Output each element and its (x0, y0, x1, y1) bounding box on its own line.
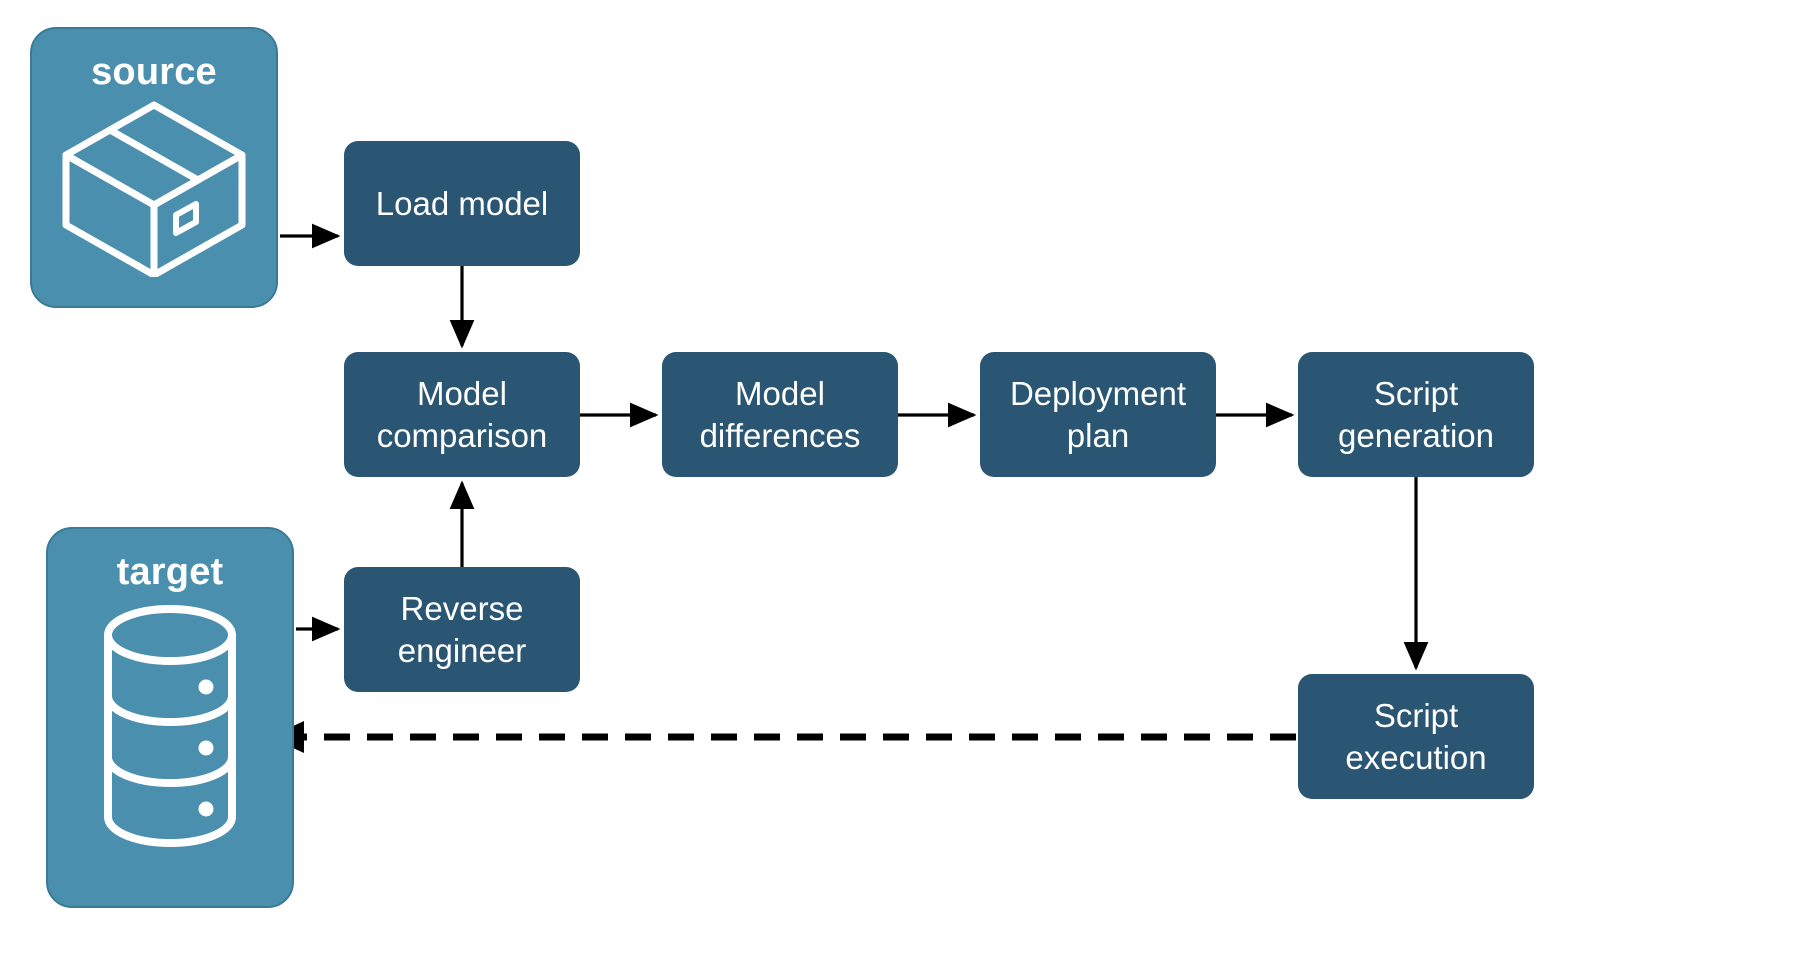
process-box-script-generation[interactable]: Script generation (1298, 352, 1534, 477)
endpoint-card-target[interactable]: target (46, 527, 294, 908)
process-box-reverse-engineer[interactable]: Reverse engineer (344, 567, 580, 692)
endpoint-label-target: target (116, 551, 224, 593)
package-box-icon (62, 101, 246, 277)
process-box-deployment-plan[interactable]: Deployment plan (980, 352, 1216, 477)
process-box-model-differences[interactable]: Model differences (662, 352, 898, 477)
endpoint-card-source[interactable]: source (30, 27, 278, 308)
process-box-script-execution[interactable]: Script execution (1298, 674, 1534, 799)
database-cylinder-icon (104, 605, 236, 847)
endpoint-label-source: source (91, 51, 217, 93)
process-box-model-comparison[interactable]: Model comparison (344, 352, 580, 477)
process-box-load-model[interactable]: Load model (344, 141, 580, 266)
